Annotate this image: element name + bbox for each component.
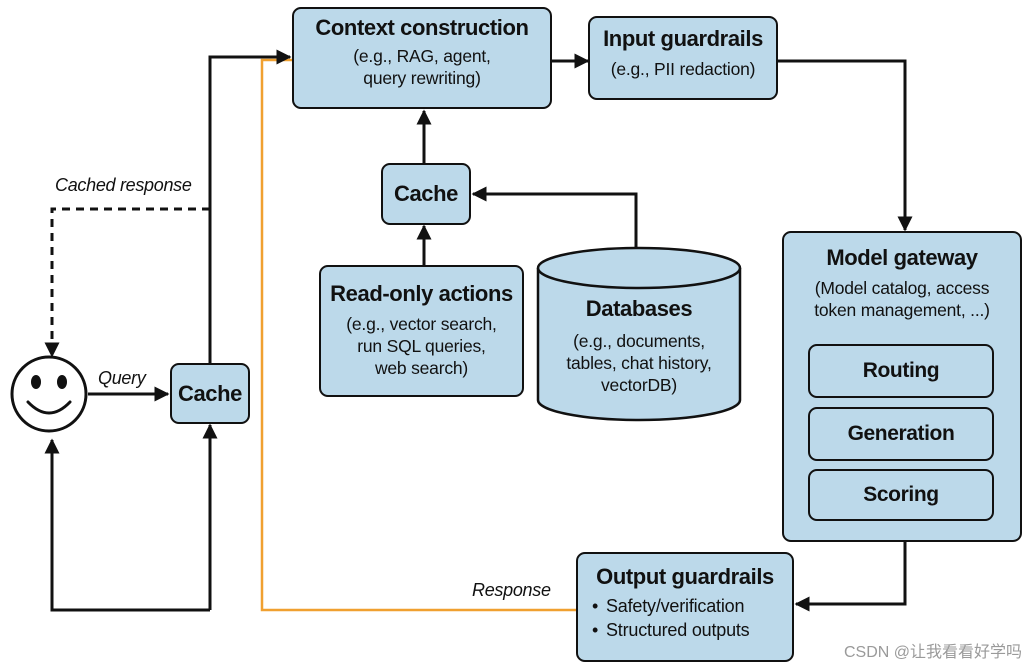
model-gateway-box: Model gateway (Model catalog, access tok… (782, 231, 1022, 542)
scoring-label: Scoring (863, 483, 939, 506)
model-gateway-line1: (Model catalog, access (814, 278, 990, 298)
cached-response-label: Cached response (55, 175, 192, 195)
input-guardrails-box: Input guardrails (e.g., PII redaction) (588, 16, 778, 100)
cache-left-box: Cache (170, 363, 250, 424)
read-only-actions-line3: web search) (374, 358, 469, 378)
routing-component: Routing (808, 344, 994, 398)
input-guardrails-title: Input guardrails (603, 26, 763, 51)
cache-top-box: Cache (381, 163, 471, 225)
databases-title: Databases (585, 296, 693, 321)
routing-label: Routing (862, 359, 940, 382)
cache-left-title: Cache (177, 380, 243, 406)
model-gateway-title: Model gateway (826, 245, 978, 270)
user-smiley-icon (10, 355, 88, 433)
read-only-actions-box: Read-only actions (e.g., vector search, … (319, 265, 524, 397)
output-guardrails-list: Safety/verification Structured outputs (578, 594, 792, 642)
input-guardrails-subtitle: (e.g., PII redaction) (610, 59, 756, 79)
output-return-line (44, 438, 210, 612)
databases-text: Databases (e.g., documents, tables, chat… (536, 296, 742, 396)
response-label: Response (472, 580, 551, 600)
cache-to-context-arrow (208, 49, 292, 364)
gateway-to-output-arrow (794, 542, 907, 612)
databases-line1: (e.g., documents, (573, 331, 705, 351)
query-label: Query (98, 368, 146, 388)
databases-to-cache-arrow (471, 186, 638, 254)
databases-line3: vectorDB) (601, 375, 677, 395)
model-gateway-line2: token management, ...) (814, 300, 990, 320)
context-construction-line2: query rewriting) (363, 68, 481, 88)
cached-response-arrow (44, 207, 210, 358)
output-guardrails-box: Output guardrails Safety/verification St… (576, 552, 794, 662)
read-only-actions-line2: run SQL queries, (357, 336, 486, 356)
read-only-actions-line1: (e.g., vector search, (346, 314, 497, 334)
output-guardrails-item-structured: Structured outputs (592, 618, 792, 642)
generation-component: Generation (808, 407, 994, 461)
output-guardrails-item-safety: Safety/verification (592, 594, 792, 618)
watermark: CSDN @让我看看好学吗 (843, 644, 1022, 661)
databases-line2: tables, chat history, (566, 353, 712, 373)
context-construction-title: Context construction (315, 15, 529, 40)
cache-top-title: Cache (393, 181, 459, 206)
context-construction-line1: (e.g., RAG, agent, (353, 46, 491, 66)
generation-label: Generation (847, 422, 955, 445)
databases-cylinder (536, 246, 742, 422)
input-to-gateway-arrow (778, 59, 913, 232)
output-guardrails-title: Output guardrails (596, 564, 774, 589)
scoring-component: Scoring (808, 469, 994, 521)
context-construction-box: Context construction (e.g., RAG, agent, … (292, 7, 552, 109)
read-only-actions-title: Read-only actions (330, 281, 513, 306)
